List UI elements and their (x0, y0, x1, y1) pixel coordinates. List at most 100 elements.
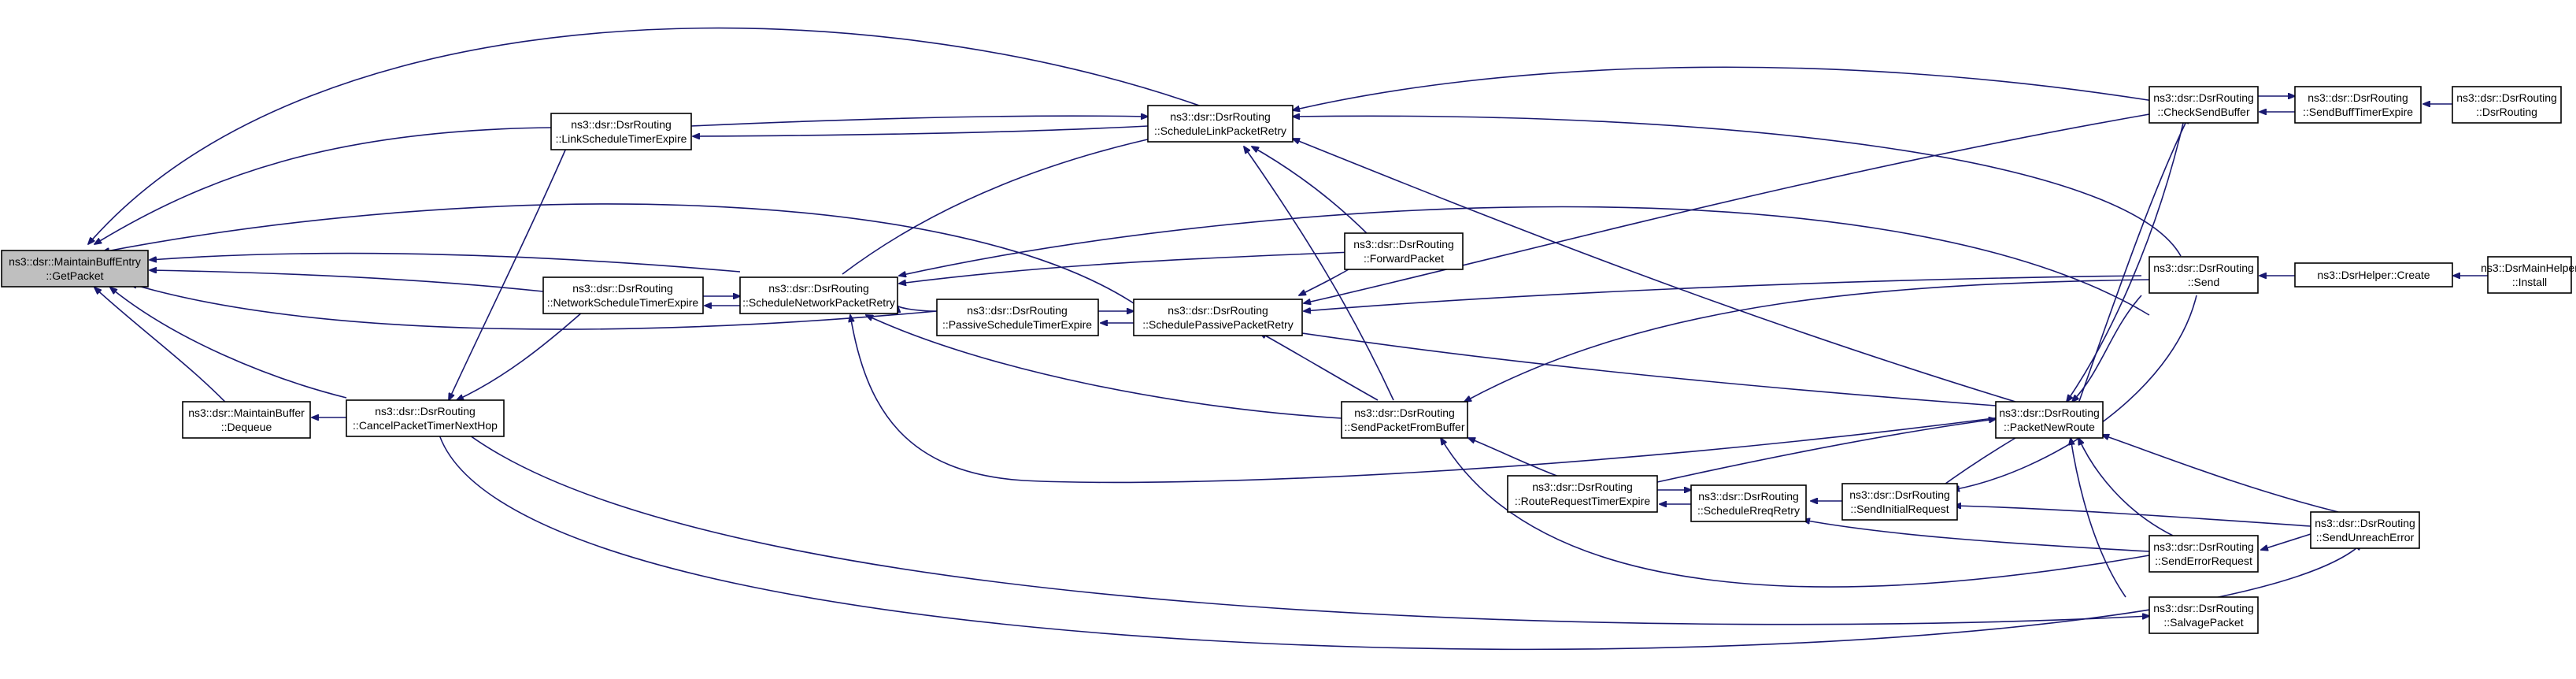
node-netsched-line2: ::NetworkScheduleTimerExpire (547, 296, 699, 309)
edge-newroute-schedlink (1293, 139, 2016, 403)
edge-routereq-sendbuf (1468, 438, 1560, 477)
node-senderr-line2: ::SendErrorRequest (2155, 555, 2252, 567)
node-checksend[interactable]: ns3::dsr::DsrRouting ::CheckSendBuffer (2149, 86, 2259, 124)
node-senderr[interactable]: ns3::dsr::DsrRouting ::SendErrorRequest (2149, 535, 2259, 573)
node-create[interactable]: ns3::DsrHelper::Create (2294, 262, 2453, 288)
node-schedfreq[interactable]: ns3::dsr::DsrRouting ::ScheduleRreqRetry (1690, 484, 1807, 522)
node-schedfreq-line2: ::ScheduleRreqRetry (1697, 504, 1800, 517)
edge-checksend-schedlink (1293, 66, 2154, 110)
node-newroute-line1: ns3::dsr::DsrRouting (1999, 406, 2100, 419)
node-dsrrouting-line1: ns3::dsr::DsrRouting (2456, 91, 2557, 104)
node-sendinit[interactable]: ns3::dsr::DsrRouting ::SendInitialReques… (1841, 483, 1958, 521)
node-forward[interactable]: ns3::dsr::DsrRouting ::ForwardPacket (1344, 232, 1464, 270)
node-getpacket-line2: ::GetPacket (46, 269, 103, 282)
node-send[interactable]: ns3::dsr::DsrRouting ::Send (2149, 256, 2259, 294)
node-dequeue-line2: ::Dequeue (221, 421, 272, 433)
node-linksched-line2: ::LinkScheduleTimerExpire (556, 132, 687, 145)
node-install-line2: ::Install (2512, 276, 2547, 288)
node-cancelnext[interactable]: ns3::dsr::DsrRouting ::CancelPacketTimer… (346, 399, 505, 437)
edge-send-sendbuf (1464, 279, 2150, 402)
node-send-line2: ::Send (2188, 276, 2219, 288)
node-schedpass[interactable]: ns3::dsr::DsrRouting ::SchedulePassivePa… (1133, 299, 1303, 336)
node-forward-line2: ::ForwardPacket (1364, 252, 1444, 265)
node-netsched[interactable]: ns3::dsr::DsrRouting ::NetworkScheduleTi… (542, 276, 704, 314)
edge-netsched-getpacket (150, 270, 544, 292)
edge-schednet-schedlink (842, 135, 1165, 275)
node-dsrrouting-line2: ::DsrRouting (2476, 106, 2537, 118)
node-sendbuf[interactable]: ns3::dsr::DsrRouting ::SendPacketFromBuf… (1341, 401, 1468, 439)
edge-netsched-cancelnext (457, 311, 583, 400)
edge-send-schedlink (1293, 116, 2182, 257)
edge-dequeue-getpacket (94, 288, 237, 414)
node-dequeue-line1: ns3::dsr::MaintainBuffer (188, 406, 305, 419)
edge-sendbuf-schedlink (1244, 147, 1394, 401)
node-install-line1: ns3::DsrMainHelper (2481, 262, 2576, 274)
edge-routereq-newroute (1656, 419, 1996, 483)
edge-forward-schedlink (1252, 147, 1371, 237)
node-send-line1: ns3::dsr::DsrRouting (2153, 262, 2254, 274)
node-unreach-line1: ns3::dsr::DsrRouting (2315, 517, 2415, 529)
node-unreach[interactable]: ns3::dsr::DsrRouting ::SendUnreachError (2310, 511, 2420, 549)
node-sendbuff-line1: ns3::dsr::DsrRouting (2308, 91, 2408, 104)
edge-salvage-newroute (2071, 438, 2126, 598)
node-linksched-line1: ns3::dsr::DsrRouting (571, 118, 672, 131)
edge-send-newroute (2072, 295, 2142, 402)
node-schedlink-line2: ::ScheduleLinkPacketRetry (1154, 124, 1286, 137)
node-cancelnext-line2: ::CancelPacketTimerNextHop (353, 419, 498, 432)
edge-linksched-schedlink (690, 116, 1148, 127)
node-schednet[interactable]: ns3::dsr::DsrRouting ::ScheduleNetworkPa… (739, 276, 898, 314)
edges (88, 27, 2488, 651)
edge-linksched-cancelnext (449, 146, 568, 400)
node-getpacket-line1: ns3::dsr::MaintainBuffEntry (9, 255, 141, 268)
node-sendbuff-line2: ::SendBuffTimerExpire (2303, 106, 2413, 118)
node-sendbuf-line2: ::SendPacketFromBuffer (1344, 421, 1464, 433)
edge-schedpass-getpacket (102, 203, 1134, 304)
node-newroute[interactable]: ns3::dsr::DsrRouting ::PacketNewRoute (1995, 401, 2104, 439)
node-unreach-line2: ::SendUnreachError (2316, 531, 2415, 544)
node-schedlink[interactable]: ns3::dsr::DsrRouting ::ScheduleLinkPacke… (1147, 105, 1294, 143)
edge-senderr-sendbuf (1441, 438, 2150, 588)
edge-passsched-getpacket (130, 284, 938, 330)
edge-senderr-newroute (2078, 438, 2174, 536)
node-schedlink-line1: ns3::dsr::DsrRouting (1170, 110, 1271, 123)
edge-newroute-schednet (850, 315, 2000, 484)
edge-checksend-schedpass (1304, 113, 2150, 303)
node-routereq[interactable]: ns3::dsr::DsrRouting ::RouteRequestTimer… (1507, 475, 1658, 513)
node-sendinit-line1: ns3::dsr::DsrRouting (1849, 488, 1950, 501)
node-install[interactable]: ns3::DsrMainHelper ::Install (2481, 256, 2576, 294)
node-getpacket[interactable]: ns3::dsr::MaintainBuffEntry ::GetPacket (1, 250, 149, 288)
edge-schedlink-getpacket (88, 27, 1213, 244)
edge-newroute-checksend (2078, 117, 2189, 404)
node-dsrrouting[interactable]: ns3::dsr::DsrRouting ::DsrRouting (2452, 86, 2562, 124)
node-checksend-line1: ns3::dsr::DsrRouting (2153, 91, 2254, 104)
edge-passsched-schednet (898, 306, 938, 311)
edge-sendbuf-schedpass (1260, 332, 1379, 401)
edge-unreach-senderr (2261, 533, 2311, 550)
edge-newroute-sendinit (1937, 437, 2016, 490)
node-passsched-line1: ns3::dsr::DsrRouting (967, 304, 1068, 317)
node-schedpass-line1: ns3::dsr::DsrRouting (1168, 304, 1268, 317)
node-routereq-line2: ::RouteRequestTimerExpire (1515, 495, 1650, 507)
edge-checksend-newroute (2067, 116, 2186, 402)
node-salvage-line1: ns3::dsr::DsrRouting (2153, 602, 2254, 614)
node-schedfreq-line1: ns3::dsr::DsrRouting (1698, 490, 1799, 503)
edge-send-schednet (899, 206, 2150, 316)
node-create-line1: ns3::DsrHelper::Create (2317, 269, 2430, 281)
node-netsched-line1: ns3::dsr::DsrRouting (572, 282, 673, 295)
node-senderr-line1: ns3::dsr::DsrRouting (2153, 540, 2254, 553)
node-linksched[interactable]: ns3::dsr::DsrRouting ::LinkScheduleTimer… (550, 113, 692, 150)
node-sendbuff[interactable]: ns3::dsr::DsrRouting ::SendBuffTimerExpi… (2294, 86, 2422, 124)
node-passsched-line2: ::PassiveScheduleTimerExpire (942, 318, 1092, 331)
node-salvage[interactable]: ns3::dsr::DsrRouting ::SalvagePacket (2149, 596, 2259, 634)
edge-newroute-schedpass (1275, 329, 1997, 406)
edge-cancelnext-getpacket (110, 288, 347, 399)
edge-linksched-getpacket (94, 127, 552, 244)
node-passsched[interactable]: ns3::dsr::DsrRouting ::PassiveScheduleTi… (936, 299, 1099, 336)
node-forward-line1: ns3::dsr::DsrRouting (1353, 238, 1454, 250)
edge-forward-schednet (899, 251, 1355, 284)
edge-sendbuf-schednet (866, 315, 1355, 420)
node-dequeue[interactable]: ns3::dsr::MaintainBuffer ::Dequeue (182, 401, 311, 439)
node-routereq-line1: ns3::dsr::DsrRouting (1532, 480, 1633, 493)
edge-schedlink-linksched (693, 125, 1149, 136)
